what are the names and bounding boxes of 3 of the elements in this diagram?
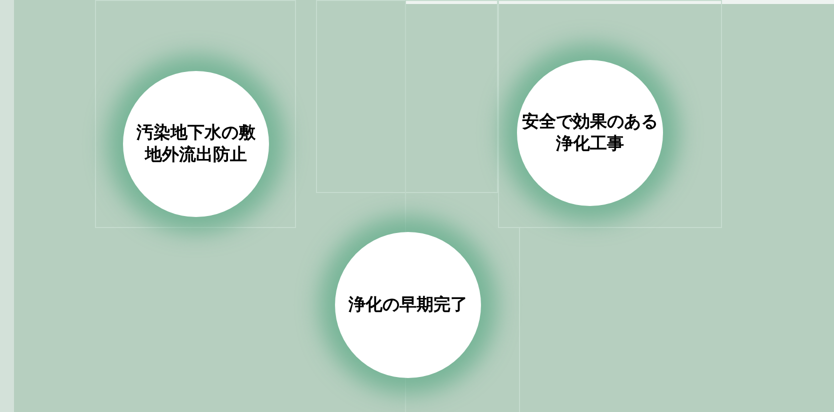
node-label: 浄化の早期完了 (347, 294, 468, 316)
node-label: 安全で効果のある浄化工事 (520, 110, 659, 156)
node-label: 汚染地下水の敷地外流出防止 (135, 122, 256, 166)
